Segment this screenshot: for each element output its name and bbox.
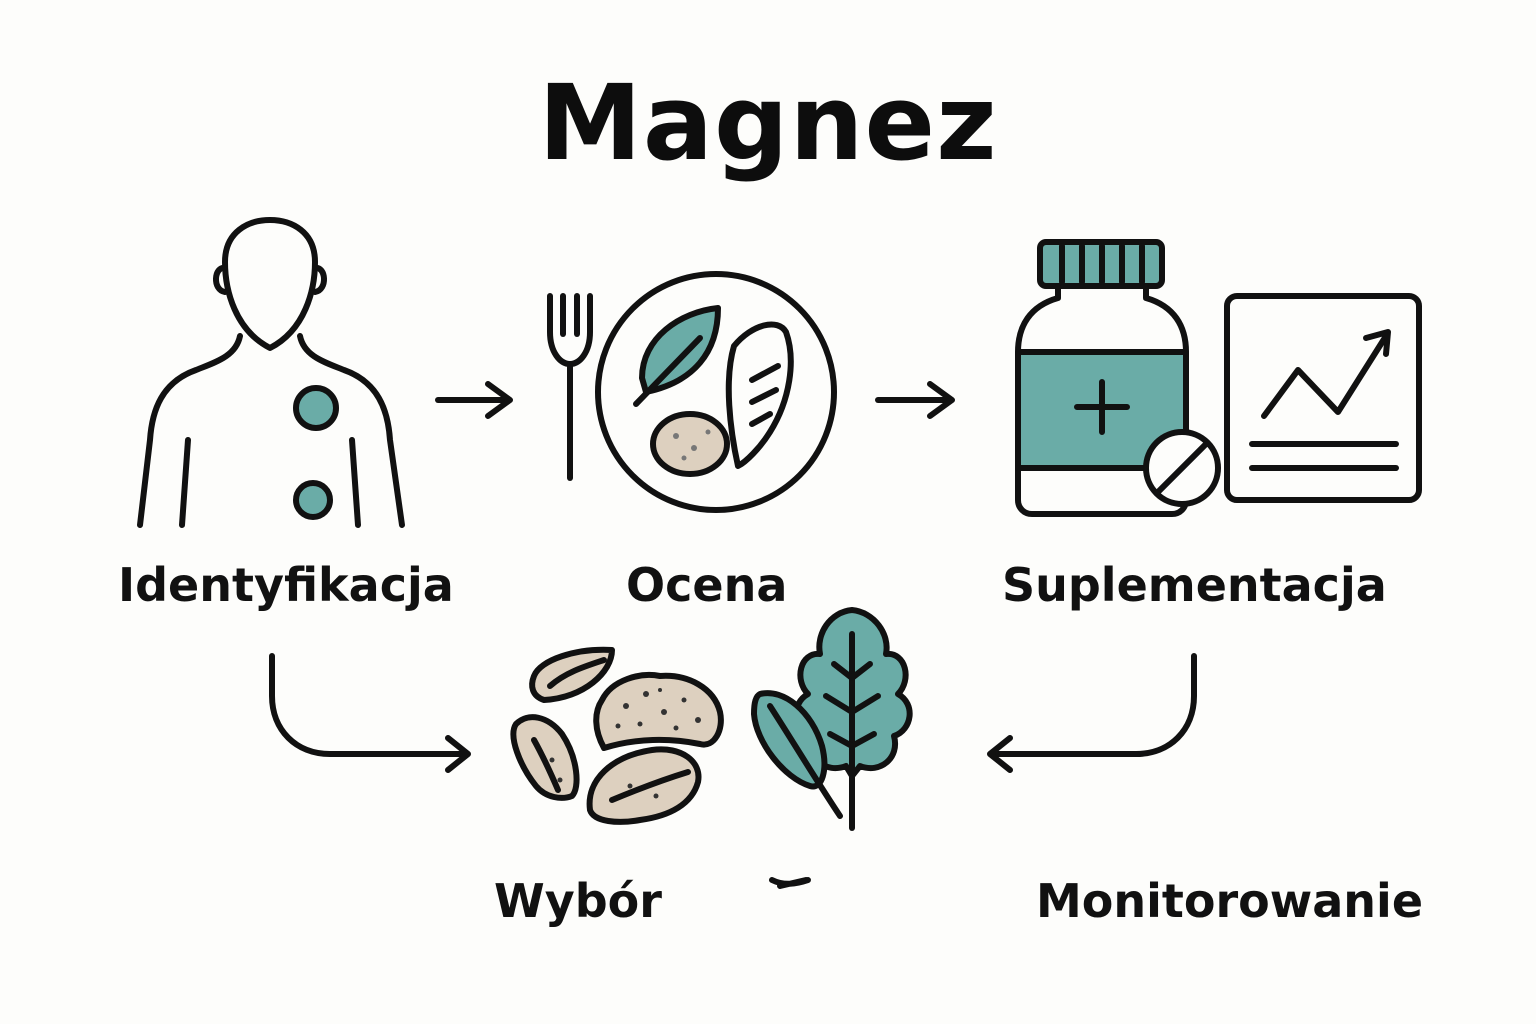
nut-texture	[549, 688, 701, 799]
curved-arrow-to-choice	[987, 653, 1197, 773]
step-label-monitoring: Monitorowanie	[1036, 874, 1424, 928]
body-marker-dot	[293, 480, 333, 520]
arrow-right	[435, 381, 513, 419]
step-label-assessment: Ocena	[626, 558, 788, 612]
curved-arrow-to-choice	[269, 653, 471, 773]
step-label-choice: Wybór	[494, 874, 662, 928]
rising-chart-icon	[1224, 293, 1422, 503]
supplement-bottle-icon	[1015, 239, 1221, 517]
plate-with-food-icon	[595, 271, 837, 513]
step-label-supplementation: Suplementacja	[1002, 558, 1387, 612]
step-label-identification: Identyfikacja	[118, 558, 454, 612]
body-marker-dot	[293, 385, 339, 431]
decorative-squiggle	[769, 877, 811, 889]
arrow-right	[875, 381, 955, 419]
diagram-title: Magnez	[538, 62, 998, 184]
person-icon	[137, 217, 405, 528]
leafy-greens-icon	[751, 607, 913, 831]
nuts-icon	[510, 646, 724, 825]
fork-icon	[547, 293, 593, 481]
food-texture	[673, 429, 711, 461]
